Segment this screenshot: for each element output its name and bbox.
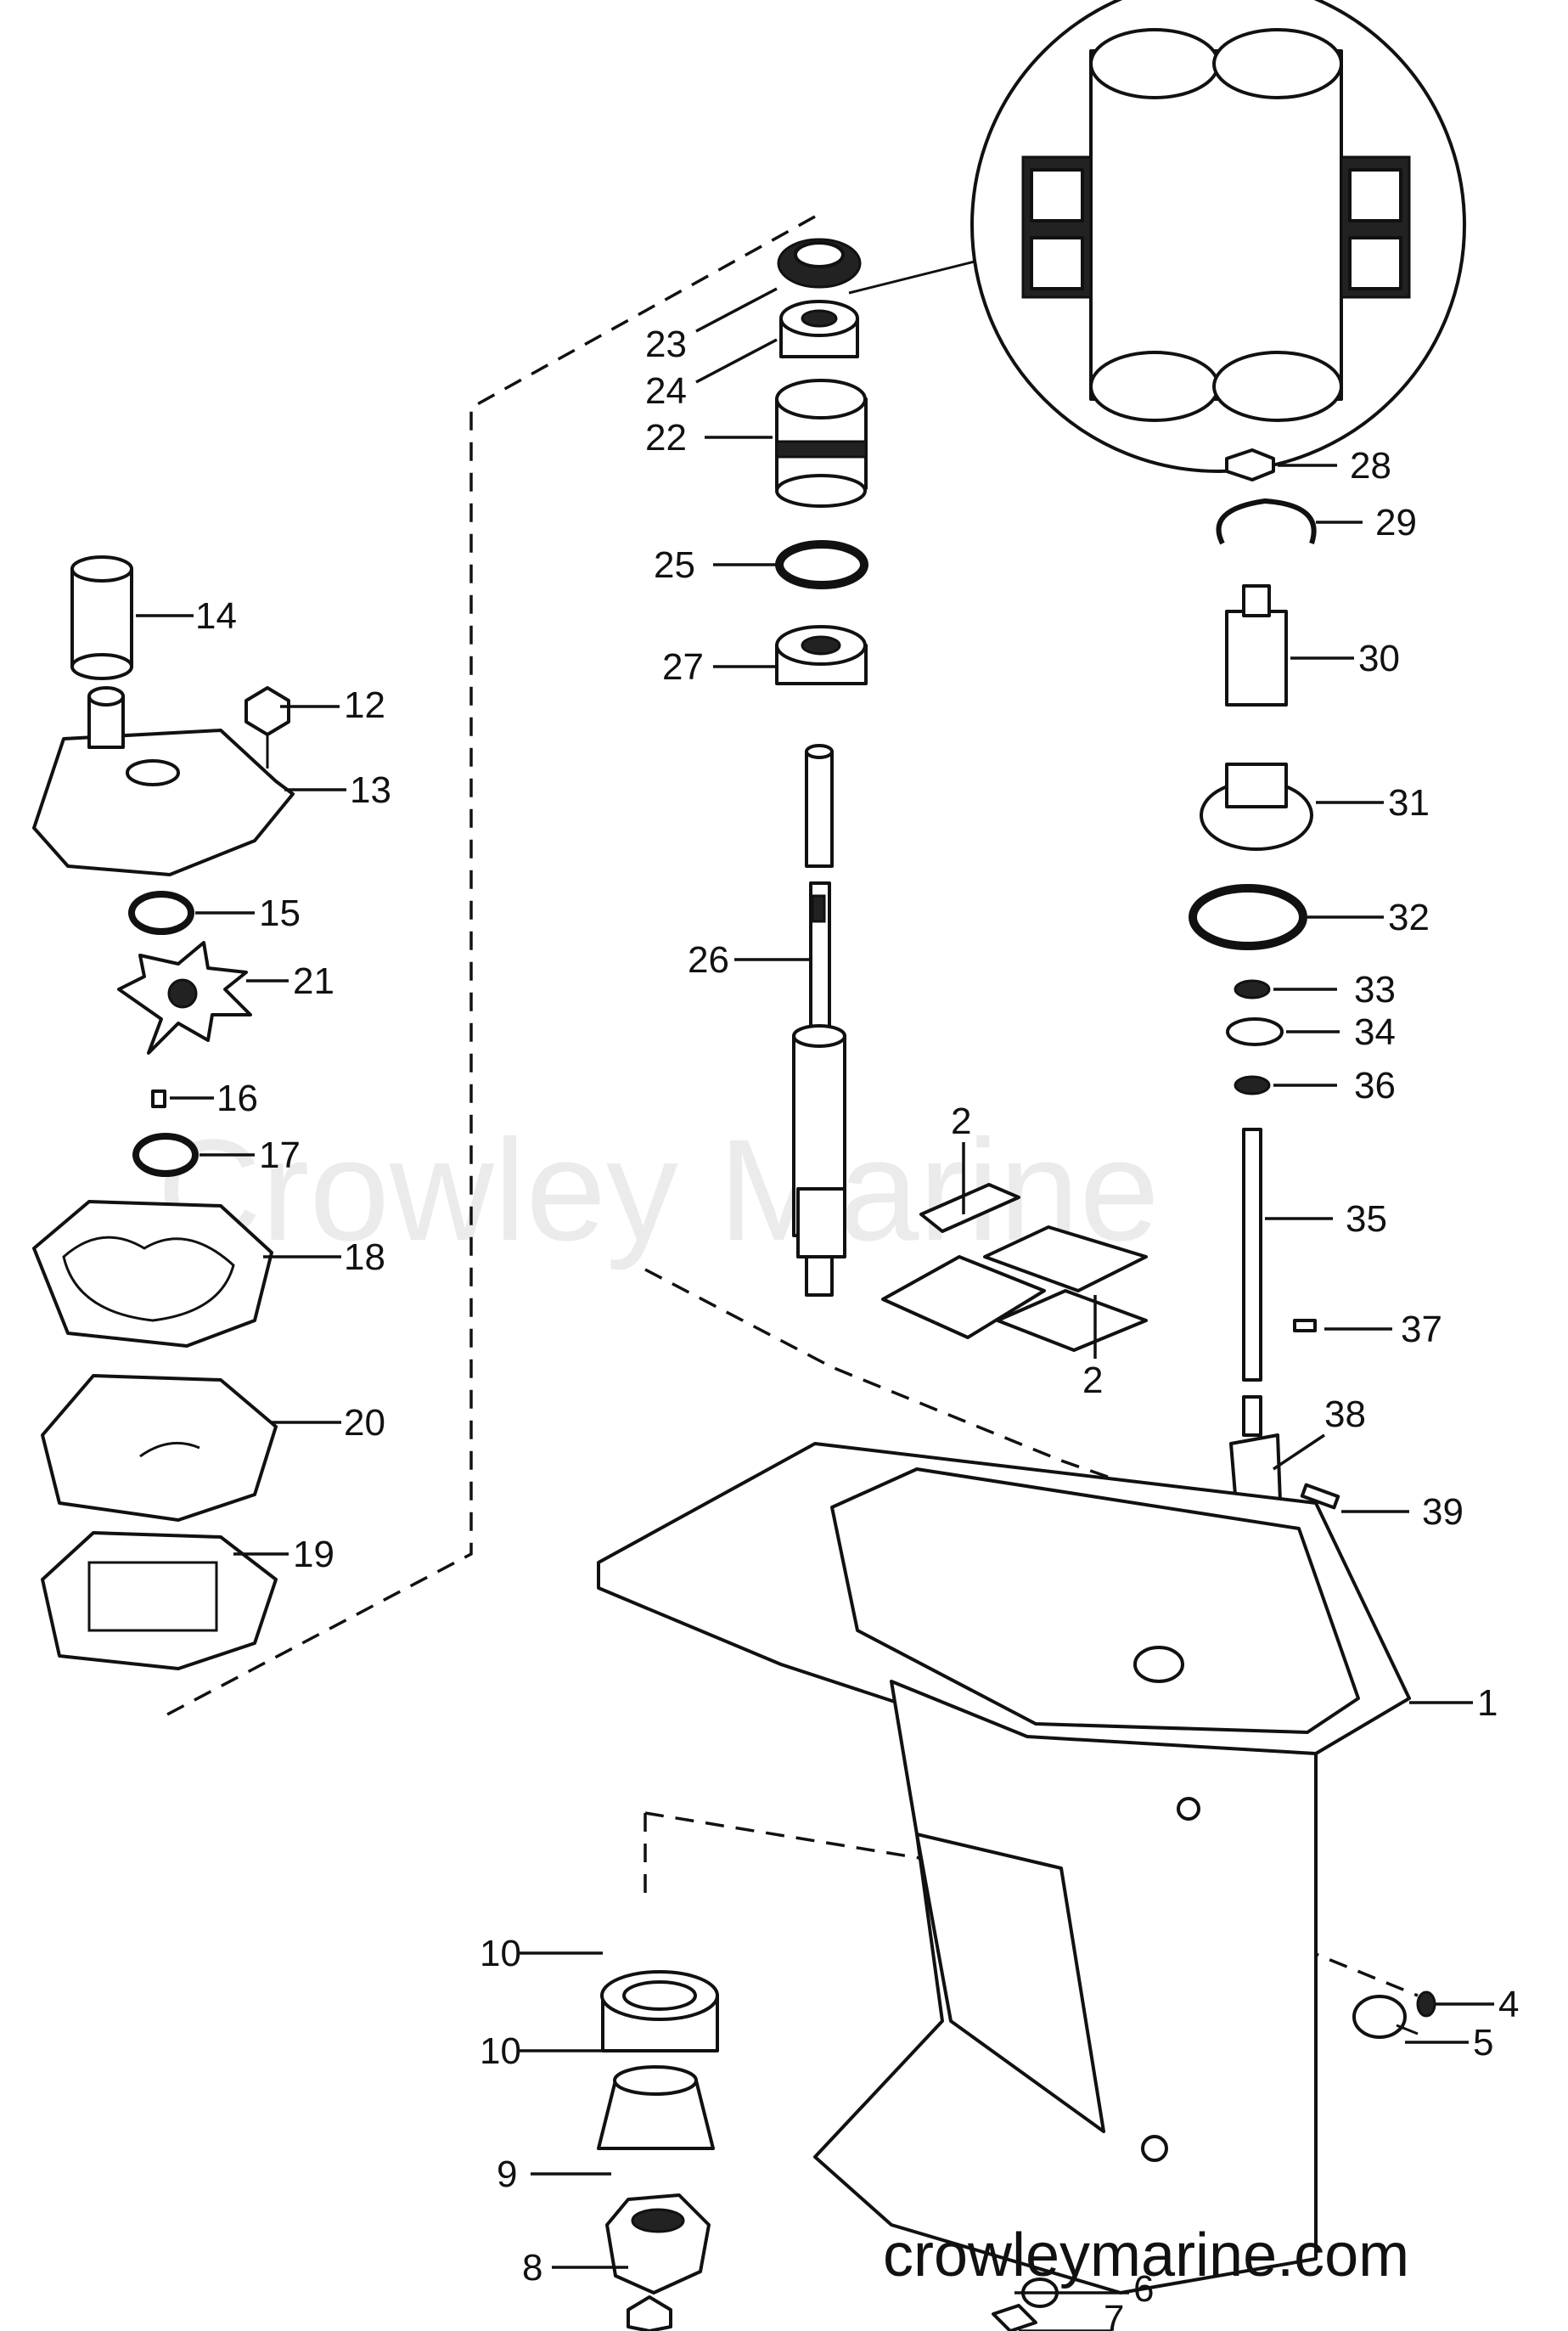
part-16-key	[151, 1089, 166, 1108]
part-9-pinion	[605, 2193, 711, 2294]
part-28-nut	[1225, 448, 1275, 481]
part-19-gasket	[41, 1531, 278, 1670]
callout-16: 16	[216, 1078, 258, 1119]
part-1-gear-housing	[597, 1442, 1411, 2294]
callout-25: 25	[654, 544, 695, 586]
part-24-bearing	[779, 300, 859, 358]
footer-site-text: crowleymarine.com	[883, 2221, 1409, 2289]
callout-28: 28	[1350, 445, 1391, 487]
callout-4: 4	[1498, 1984, 1519, 2025]
part-29-ring	[1216, 498, 1317, 545]
callout-27: 27	[662, 646, 704, 688]
callout-38: 38	[1324, 1394, 1366, 1435]
callout-2-top: 2	[951, 1101, 971, 1142]
callout-32: 32	[1388, 897, 1430, 938]
part-39-pin	[1300, 1483, 1340, 1510]
part-22-housing	[775, 379, 868, 508]
part-34-washer	[1226, 1017, 1284, 1046]
part-18-gasket	[32, 1200, 273, 1348]
part-26-driveshaft	[792, 744, 846, 1297]
callout-13: 13	[350, 769, 391, 811]
callout-14: 14	[195, 595, 237, 637]
part-31-retainer	[1200, 763, 1313, 851]
callout-30: 30	[1358, 638, 1400, 679]
callout-12: 12	[344, 684, 385, 726]
part-21-impeller	[117, 941, 252, 1055]
part-37-pin	[1293, 1319, 1317, 1332]
part-10-bearing	[597, 2065, 715, 2150]
callout-18: 18	[344, 1236, 385, 1278]
seal-detail-inset	[848, 0, 1466, 473]
part-20-plate	[41, 1374, 278, 1522]
part-36-washer	[1234, 1075, 1271, 1095]
callout-19: 19	[293, 1534, 334, 1575]
part-32-o-ring	[1189, 884, 1307, 950]
part-27-bearing	[775, 625, 868, 685]
callout-39: 39	[1422, 1491, 1464, 1533]
part-10-race	[600, 1970, 719, 2052]
callout-9: 9	[497, 2154, 517, 2195]
part-8-nut	[627, 2295, 672, 2331]
part-15-seal	[128, 891, 194, 935]
callout-36: 36	[1354, 1065, 1396, 1106]
callout-37: 37	[1401, 1309, 1442, 1350]
callout-17: 17	[259, 1135, 301, 1176]
part-30-bushing	[1225, 584, 1288, 707]
callout-2-bottom: 2	[1082, 1360, 1103, 1401]
callout-21: 21	[293, 960, 334, 1002]
part-25-o-ring	[775, 540, 868, 589]
callout-29: 29	[1375, 502, 1417, 543]
callout-labels: 1 2 2 4 5 6 7 8 9 10 10 12 13 14 15 16 1…	[195, 324, 1519, 2331]
callout-6: 6	[1133, 2268, 1154, 2310]
callout-23: 23	[645, 324, 687, 365]
part-12-screw	[244, 686, 290, 769]
callout-34: 34	[1354, 1011, 1396, 1053]
part-33-washer	[1234, 979, 1271, 999]
callout-26: 26	[688, 939, 729, 981]
part-2-pads	[881, 1183, 1148, 1352]
callout-31: 31	[1388, 782, 1430, 824]
part-23-seal	[777, 238, 862, 289]
part-14-sleeve	[70, 555, 133, 680]
callout-35: 35	[1346, 1198, 1387, 1240]
callout-24: 24	[645, 370, 687, 412]
callout-10-bearing: 10	[480, 2030, 521, 2072]
part-4-5-screw	[1352, 1990, 1436, 2039]
part-35-shift-shaft	[1242, 1128, 1262, 1437]
leader-lines	[136, 287, 1494, 2331]
callout-22: 22	[645, 417, 687, 459]
callout-8: 8	[522, 2247, 542, 2289]
callout-15: 15	[259, 892, 301, 934]
part-13-pump-housing	[32, 686, 295, 876]
callout-33: 33	[1354, 969, 1396, 1011]
callout-7: 7	[1104, 2298, 1124, 2331]
callout-10-race: 10	[480, 1933, 521, 1974]
callout-1: 1	[1477, 1682, 1498, 1724]
callout-5: 5	[1473, 2022, 1493, 2064]
part-17-seal	[132, 1133, 199, 1177]
callout-20: 20	[344, 1402, 385, 1444]
